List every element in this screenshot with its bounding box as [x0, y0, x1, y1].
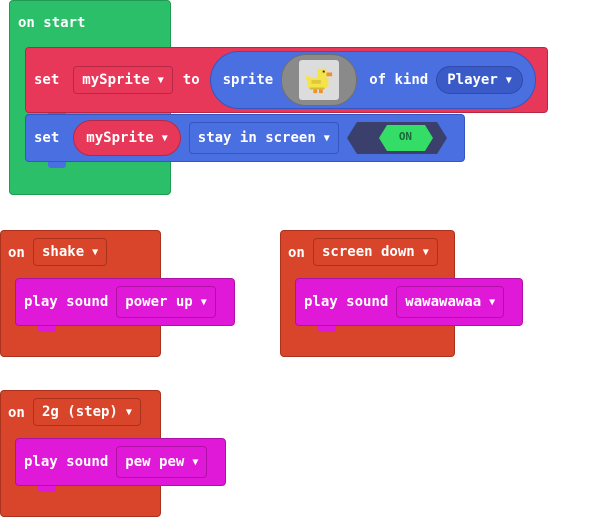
toggle-label: ON: [398, 130, 413, 143]
gesture-dropdown[interactable]: shake ▼: [33, 238, 108, 266]
set-sprite-statement[interactable]: set mySprite ▼ to sprite of k: [25, 47, 548, 113]
play-sound-label: play sound: [304, 294, 389, 310]
variable-dropdown[interactable]: mySprite ▼: [73, 66, 173, 94]
kind-value: Player: [447, 72, 498, 88]
kind-dropdown[interactable]: Player ▼: [436, 66, 523, 94]
variable-name: mySprite: [86, 130, 154, 146]
on-label: on: [288, 245, 305, 261]
gesture-dropdown[interactable]: screen down ▼: [313, 238, 438, 266]
gesture-value: screen down: [322, 244, 415, 260]
statement-notch: [38, 326, 56, 332]
set-label: set: [34, 72, 60, 88]
sound-value: pew pew: [125, 454, 185, 470]
gesture-value: 2g (step): [42, 404, 118, 420]
sprite-of-kind-reporter[interactable]: sprite of kind Player ▼: [209, 51, 536, 109]
sprite-image-picker[interactable]: [281, 54, 358, 106]
caret-down-icon: ▼: [200, 296, 207, 308]
variable-name: mySprite: [82, 72, 150, 88]
stay-in-screen-statement[interactable]: set mySprite ▼ stay in screen ▼ ON: [25, 114, 465, 162]
on-label: on: [8, 405, 25, 421]
toggle-track-icon: [346, 122, 447, 154]
play-sound-statement[interactable]: play sound power up ▼: [15, 278, 235, 326]
of-kind-label: of kind: [369, 72, 429, 88]
caret-down-icon: ▼: [505, 74, 512, 86]
statement-notch: [318, 326, 336, 332]
play-sound-statement[interactable]: play sound wawawawaa ▼: [295, 278, 523, 326]
caret-down-icon: ▼: [323, 132, 330, 144]
caret-down-icon: ▼: [161, 132, 168, 144]
on-label: on: [8, 245, 25, 261]
on-start-label: on start: [18, 15, 86, 31]
play-sound-label: play sound: [24, 454, 109, 470]
statement-notch: [38, 486, 56, 492]
sound-dropdown[interactable]: wawawawaa ▼: [396, 286, 505, 318]
caret-down-icon: ▼: [192, 456, 199, 468]
caret-down-icon: ▼: [157, 74, 164, 86]
on-off-toggle[interactable]: ON: [346, 122, 447, 154]
sprite-label: sprite: [222, 72, 274, 88]
to-label: to: [182, 72, 200, 88]
duck-sprite-icon: [306, 68, 333, 94]
gesture-dropdown[interactable]: 2g (step) ▼: [33, 398, 141, 426]
statement-notch: [48, 162, 66, 168]
sprite-variable-reporter[interactable]: mySprite ▼: [73, 120, 181, 156]
play-sound-statement[interactable]: play sound pew pew ▼: [15, 438, 226, 486]
play-sound-label: play sound: [24, 294, 109, 310]
gesture-value: shake: [42, 244, 85, 260]
caret-down-icon: ▼: [125, 406, 132, 418]
sound-dropdown[interactable]: pew pew ▼: [116, 446, 208, 478]
sound-value: wawawawaa: [405, 294, 482, 310]
sound-value: power up: [125, 294, 193, 310]
caret-down-icon: ▼: [489, 296, 496, 308]
sprite-image-frame: [299, 60, 340, 100]
set-label: set: [34, 130, 60, 146]
sprite-flag-dropdown[interactable]: stay in screen ▼: [188, 122, 339, 154]
caret-down-icon: ▼: [92, 246, 99, 258]
sound-dropdown[interactable]: power up ▼: [116, 286, 216, 318]
flag-name: stay in screen: [197, 130, 316, 146]
caret-down-icon: ▼: [422, 246, 429, 258]
